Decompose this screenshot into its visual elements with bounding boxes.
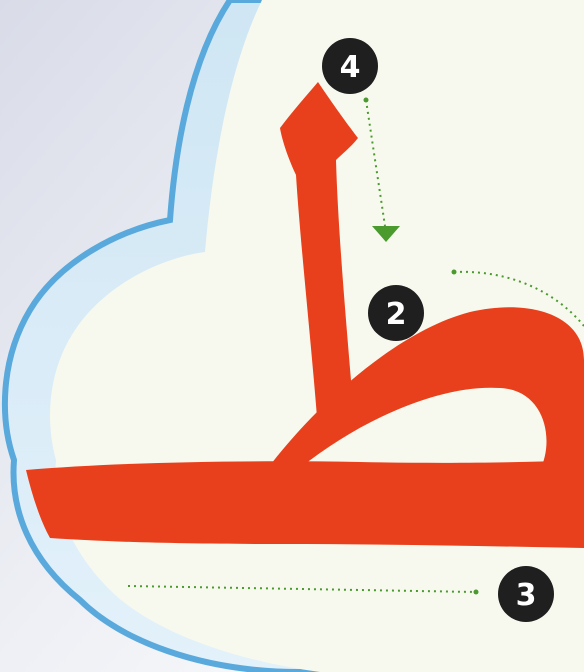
step-badge-3: 3 <box>498 566 554 622</box>
step-badge-3-label: 3 <box>516 578 537 613</box>
guide-start-dot-loop <box>452 270 457 275</box>
guide-start-dot-step-4 <box>364 98 369 103</box>
step-badge-4: 4 <box>322 38 378 94</box>
step-badge-4-label: 4 <box>340 50 361 85</box>
step-badge-2-label: 2 <box>386 297 407 332</box>
step-badge-2: 2 <box>368 285 424 341</box>
guide-end-dot-step-3 <box>474 590 479 595</box>
baseline-stroke <box>26 460 584 548</box>
